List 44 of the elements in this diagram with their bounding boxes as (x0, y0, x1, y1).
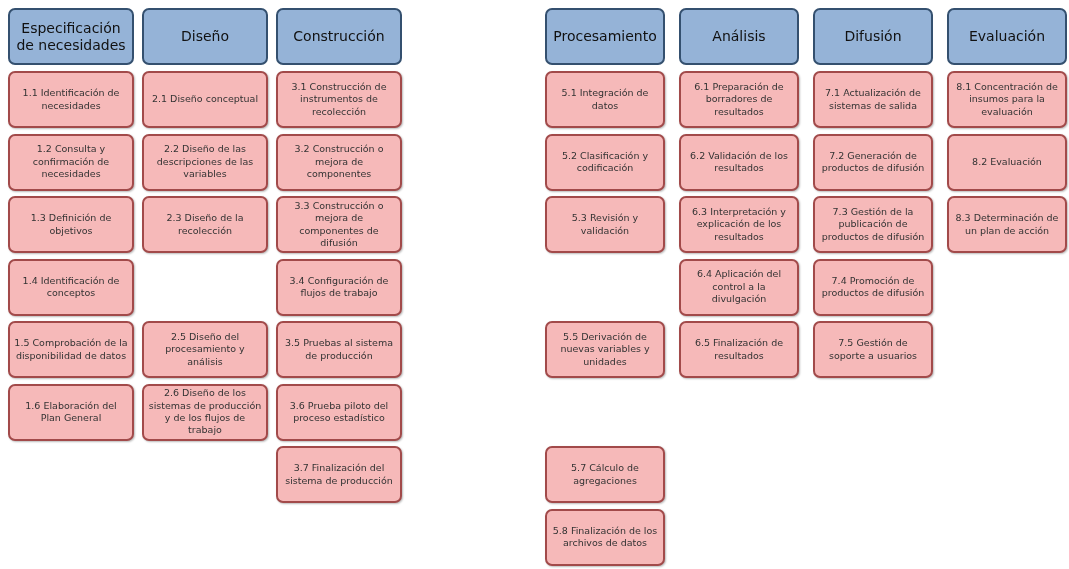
phase-header-box: Construcción (276, 8, 402, 65)
phase-header-box: Análisis (679, 8, 799, 65)
subprocess-box: 5.2 Clasificación y codificación (545, 133, 665, 191)
subprocess-box: 8.3 Determinación de un plan de acción (947, 196, 1067, 253)
subprocess-box: 6.1 Preparación de borradores de resultados (679, 71, 799, 128)
subprocess-box: 2.5 Diseño del procesamiento y análisis (142, 321, 268, 378)
subprocess-box: 3.7 Finalización del sistema de producción (276, 446, 402, 503)
phase-header-box: Procesamiento (545, 8, 665, 65)
subprocess-box: 1.5 Comprobación de la disponibilidad de datos (8, 321, 134, 378)
subprocess-box: 8.2 Evaluación (947, 133, 1067, 191)
subprocess-box: 1.6 Elaboración del Plan General (8, 383, 134, 441)
subprocess-box: 1.3 Definición de objetivos (8, 196, 134, 253)
subprocess-box: 7.3 Gestión de la publicación de productos de difusión (813, 196, 933, 253)
subprocess-box: 7.5 Gestión de soporte a usuarios (813, 321, 933, 378)
subprocess-box: 8.1 Concentración de insumos para la evaluación (947, 71, 1067, 128)
subprocess-box: 5.8 Finalización de los archivos de datos (545, 508, 665, 566)
subprocess-box: 3.3 Construcción o mejora de componentes de difusión (276, 196, 402, 253)
subprocess-box: 3.4 Configuración de flujos de trabajo (276, 258, 402, 316)
subprocess-box: 6.3 Interpretación y explicación de los resultados (679, 196, 799, 253)
subprocess-box: 6.5 Finalización de resultados (679, 321, 799, 378)
subprocess-box: 3.2 Construcción o mejora de componentes (276, 133, 402, 191)
subprocess-box: 2.2 Diseño de las descripciones de las variables (142, 133, 268, 191)
phase-header-box: Evaluación (947, 8, 1067, 65)
subprocess-box: 5.7 Cálculo de agregaciones (545, 446, 665, 503)
phase-header-box: Especificación de necesidades (8, 8, 134, 65)
phase-header-box: Diseño (142, 8, 268, 65)
phase-header-box: Difusión (813, 8, 933, 65)
subprocess-box: 1.2 Consulta y confirmación de necesidades (8, 133, 134, 191)
subprocess-box: 2.1 Diseño conceptual (142, 71, 268, 128)
subprocess-box: 2.6 Diseño de los sistemas de producción y de los flujos de trabajo (142, 383, 268, 441)
subprocess-box: 7.1 Actualización de sistemas de salida (813, 71, 933, 128)
subprocess-box: 1.4 Identificación de conceptos (8, 258, 134, 316)
subprocess-box: 3.5 Pruebas al sistema de producción (276, 321, 402, 378)
subprocess-box: 2.3 Diseño de la recolección (142, 196, 268, 253)
subprocess-box: 5.5 Derivación de nuevas variables y unidades (545, 321, 665, 378)
subprocess-box: 7.2 Generación de productos de difusión (813, 133, 933, 191)
subprocess-box: 5.1 Integración de datos (545, 71, 665, 128)
subprocess-box: 7.4 Promoción de productos de difusión (813, 258, 933, 316)
subprocess-box: 6.2 Validación de los resultados (679, 133, 799, 191)
subprocess-box: 1.1 Identificación de necesidades (8, 71, 134, 128)
subprocess-box: 3.6 Prueba piloto del proceso estadístico (276, 383, 402, 441)
subprocess-box: 3.1 Construcción de instrumentos de recolección (276, 71, 402, 128)
subprocess-box: 6.4 Aplicación del control a la divulgación (679, 258, 799, 316)
subprocess-box: 5.3 Revisión y validación (545, 196, 665, 253)
